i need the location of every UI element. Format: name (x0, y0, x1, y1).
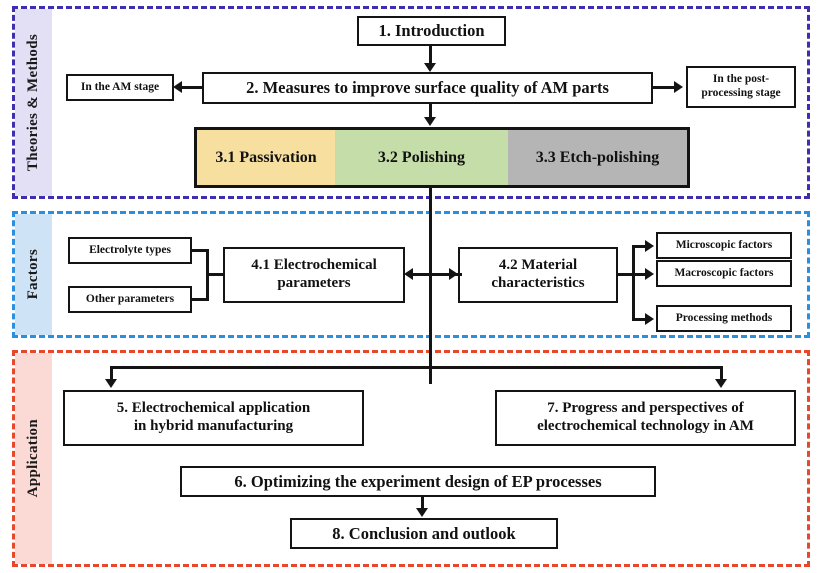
node-macroscopic-factors[interactable]: Macroscopic factors (656, 260, 792, 287)
connector-41-to-electrolyte-types (190, 249, 208, 252)
node-label: 1. Introduction (378, 21, 485, 41)
node-label-line-2: in hybrid manufacturing (133, 418, 294, 434)
node-in-the-post-processing-stage[interactable]: In the post- processing stage (686, 66, 796, 108)
arrowhead-left (404, 268, 413, 280)
arrowhead-right (645, 240, 654, 252)
node-introduction[interactable]: 1. Introduction (357, 16, 506, 46)
connector-42-to-macroscopic (632, 273, 647, 276)
node-label: Processing methods (675, 311, 773, 324)
arrowhead-left (173, 81, 182, 93)
node-label: Other parameters (85, 292, 175, 305)
connector-measures-to-post-stage (652, 86, 675, 89)
connector-application-bus (110, 366, 723, 369)
connector-42-fanout-bus (632, 245, 635, 321)
node-label: 3.3 Etch-polishing (535, 148, 660, 166)
connector-measures-to-methods-bar (429, 104, 432, 118)
node-material-characteristics[interactable]: 4.2 Material characteristics (458, 247, 618, 303)
node-label: 6. Optimizing the experiment design of E… (234, 471, 602, 491)
connector-41-to-other-parameters (190, 298, 208, 301)
node-processing-methods[interactable]: Processing methods (656, 305, 792, 332)
section-label-text: Application (25, 419, 41, 498)
node-label: 3.1 Passivation (215, 148, 317, 166)
arrowhead-down (715, 379, 727, 388)
section-theories-and-methods (12, 6, 810, 199)
connector-optimizing-to-conclusion (421, 497, 424, 509)
connector-41-to-42 (412, 273, 462, 276)
arrowhead-right (645, 268, 654, 280)
node-label: Macroscopic factors (674, 266, 774, 279)
node-label: 8. Conclusion and outlook (332, 523, 516, 543)
node-progress-and-perspectives[interactable]: 7. Progress and perspectives of electroc… (495, 390, 796, 446)
node-label-line-2: processing stage (701, 87, 781, 99)
node-label: In the AM stage (80, 80, 160, 93)
connector-42-fanout-stem (616, 273, 634, 276)
node-label-line-2: electrochemical technology in AM (537, 418, 754, 434)
node-electrolyte-types[interactable]: Electrolyte types (68, 237, 192, 264)
connector-42-to-processing-methods (632, 318, 647, 321)
section-factors (12, 211, 810, 338)
section-label-text: Theories & Methods (25, 33, 41, 172)
methods-segmented-bar: 3.1 Passivation 3.2 Polishing 3.3 Etch-p… (194, 127, 690, 188)
node-passivation[interactable]: 3.1 Passivation (197, 130, 335, 185)
connector-41-fanout-bus (206, 249, 209, 301)
section-label-factors: Factors (15, 214, 52, 335)
arrowhead-down (416, 508, 428, 517)
connector-42-to-microscopic (632, 245, 647, 248)
node-label-line-1: 5. Electrochemical application (116, 400, 311, 417)
node-label-line-2: parameters (277, 275, 351, 291)
node-label-line-1: In the post- (712, 73, 770, 86)
node-label: Microscopic factors (675, 238, 773, 251)
node-label-line-1: 4.1 Electrochemical (251, 257, 377, 274)
arrowhead-down (424, 63, 436, 72)
arrowhead-down (424, 117, 436, 126)
node-microscopic-factors[interactable]: Microscopic factors (656, 232, 792, 259)
connector-measures-to-am-stage (181, 86, 204, 89)
node-polishing[interactable]: 3.2 Polishing (335, 130, 508, 185)
node-label-line-1: 4.2 Material (498, 257, 578, 274)
node-label: Electrolyte types (89, 243, 171, 256)
arrowhead-right (674, 81, 683, 93)
node-label-line-2: characteristics (491, 275, 585, 291)
node-in-the-am-stage[interactable]: In the AM stage (66, 74, 174, 101)
arrowhead-right (449, 268, 458, 280)
node-conclusion-and-outlook[interactable]: 8. Conclusion and outlook (290, 518, 558, 549)
node-other-parameters[interactable]: Other parameters (68, 286, 192, 313)
node-label: 2. Measures to improve surface quality o… (246, 78, 609, 98)
node-electrochemical-parameters[interactable]: 4.1 Electrochemical parameters (223, 247, 405, 303)
connector-main-spine (429, 188, 432, 384)
node-hybrid-manufacturing[interactable]: 5. Electrochemical application in hybrid… (63, 390, 364, 446)
node-label: 3.2 Polishing (377, 148, 466, 166)
section-label-text: Factors (25, 249, 41, 300)
section-application (12, 350, 810, 567)
connector-bus-to-node-7 (720, 366, 723, 380)
section-label-theories-and-methods: Theories & Methods (15, 9, 52, 196)
connector-bus-to-node-5 (110, 366, 113, 380)
section-label-application: Application (15, 353, 52, 564)
node-etch-polishing[interactable]: 3.3 Etch-polishing (508, 130, 687, 185)
arrowhead-down (105, 379, 117, 388)
arrowhead-right (645, 313, 654, 325)
connector-41-fanout-stem (206, 273, 225, 276)
node-measures[interactable]: 2. Measures to improve surface quality o… (202, 72, 653, 104)
node-optimizing-experiment-design[interactable]: 6. Optimizing the experiment design of E… (180, 466, 656, 497)
connector-intro-to-measures (429, 46, 432, 64)
node-label-line-1: 7. Progress and perspectives of (547, 400, 744, 417)
